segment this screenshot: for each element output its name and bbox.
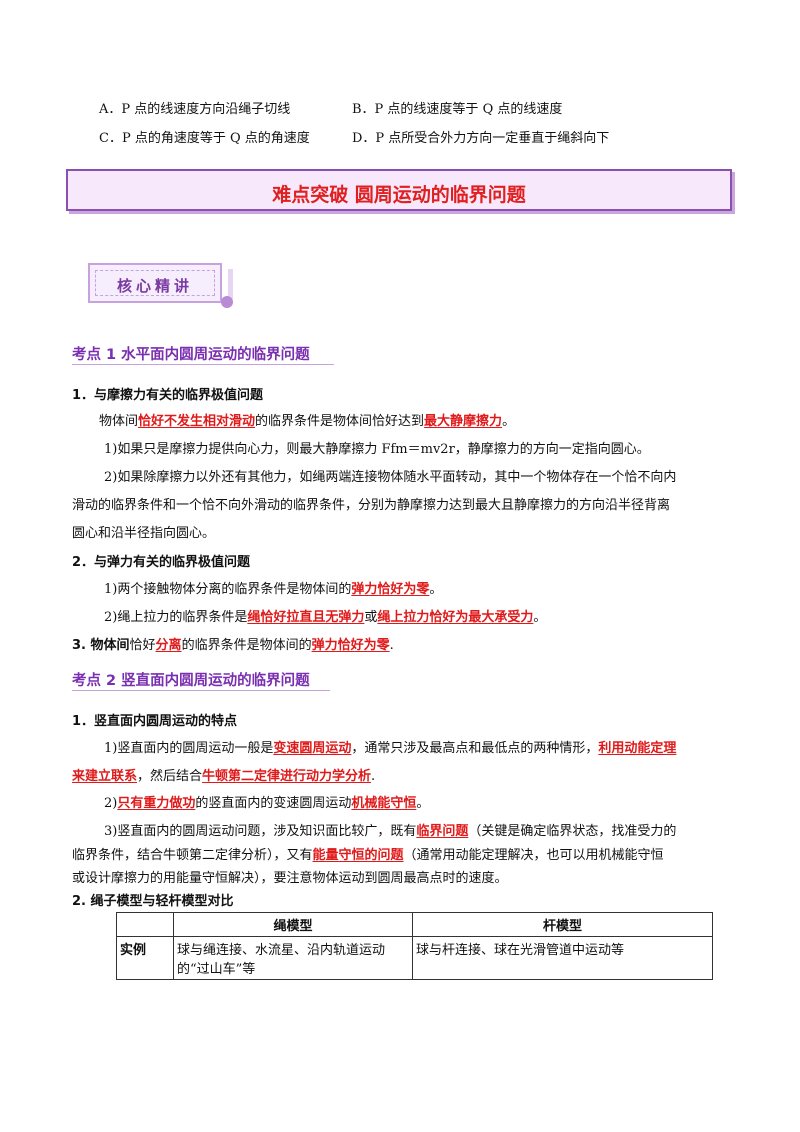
highlight: 牛顿第二定律进行动力学分析: [202, 769, 372, 784]
highlight: 利用动能定理: [598, 741, 677, 756]
table-cell-rod: 球与杆连接、球在光滑管道中运动等: [412, 936, 713, 980]
highlight: 最大静摩擦力: [424, 414, 503, 429]
kd2-title: 考点 2 竖直面内圆周运动的临界问题: [72, 673, 310, 689]
text: 3.: [72, 638, 91, 653]
table-cell-rope: 球与绳连接、水流星、沿内轨道运动的“过山车”等: [173, 936, 413, 980]
table-row: 实例 球与绳连接、水流星、沿内轨道运动的“过山车”等 球与杆连接、球在光滑管道中…: [116, 936, 713, 980]
text: 物体间: [90, 638, 130, 653]
tag-label: 核心精讲: [116, 277, 193, 295]
highlight: 能量守恒的问题: [312, 848, 404, 863]
text: 恰好: [129, 638, 156, 653]
text: 3)竖直面内的圆周运动问题，涉及知识面比较广，既有: [104, 824, 417, 839]
highlight: 分离: [155, 638, 182, 653]
tag-dot: [221, 296, 233, 308]
text: 临界条件，结合牛顿第二定律分析），又有: [72, 848, 313, 863]
kd2-s1-p2: 2)只有重力做功的竖直面内的变速圆周运动机械能守恒。: [104, 792, 429, 811]
kd2-s1-p3a: 3)竖直面内的圆周运动问题，涉及知识面比较广，既有临界问题（关键是确定临界状态，…: [104, 820, 676, 839]
highlight: 来建立联系: [72, 769, 138, 784]
text: 。: [416, 796, 430, 811]
highlight: 绳上拉力恰好为最大承受力: [377, 610, 534, 625]
option-a: A．P 点的线速度方向沿绳子切线: [99, 102, 291, 117]
text: ，然后结合: [137, 769, 203, 784]
kd2-underline: [72, 690, 330, 691]
highlight: 变速圆周运动: [273, 741, 352, 756]
text: 1)两个接触物体分离的临界条件是物体间的: [104, 582, 352, 597]
text: （关键是确定临界状态，找准受力的: [468, 824, 677, 839]
table-header-rod: 杆模型: [412, 912, 713, 937]
table-header-rope: 绳模型: [173, 912, 413, 937]
highlight: 恰好不发生相对滑动: [138, 414, 256, 429]
model-comparison-table: 绳模型 杆模型 实例 球与绳连接、水流星、沿内轨道运动的“过山车”等 球与杆连接…: [116, 912, 713, 980]
text: 2): [104, 796, 118, 811]
kd2-s1-p3b: 临界条件，结合牛顿第二定律分析），又有能量守恒的问题（通常用动能定理解决，也可以…: [72, 844, 664, 863]
kd1-s1-heading: 1．与摩擦力有关的临界极值问题: [72, 388, 264, 403]
text: 。: [429, 582, 443, 597]
section-banner: 难点突破 圆周运动的临界问题: [66, 169, 732, 211]
text: 。: [533, 610, 547, 625]
option-c: C．P 点的角速度等于 Q 点的角速度: [99, 131, 310, 146]
kd1-s1-p1: 物体间恰好不发生相对滑动的临界条件是物体间恰好达到最大静摩擦力。: [99, 410, 515, 429]
text: （通常用动能定理解决，也可以用机械能守恒: [403, 848, 664, 863]
text: .: [389, 638, 394, 653]
kd1-underline: [72, 364, 334, 365]
table-row-label: 实例: [116, 936, 174, 980]
highlight: 只有重力做功: [117, 796, 196, 811]
text: 1)竖直面内的圆周运动一般是: [104, 741, 274, 756]
kd1-s3: 3. 物体间恰好分离的临界条件是物体间的弹力恰好为零.: [72, 634, 394, 653]
tag-box: 核心精讲: [88, 263, 222, 303]
kd1-title: 考点 1 水平面内圆周运动的临界问题: [72, 347, 310, 363]
option-b: B．P 点的线速度等于 Q 点的线速度: [352, 102, 563, 117]
tag-inner-border: [95, 270, 215, 296]
text: 。: [502, 414, 516, 429]
text: 的竖直面内的变速圆周运动: [195, 796, 352, 811]
kd1-s1-p3c: 圆心和沿半径指向圆心。: [72, 526, 216, 541]
table-header-row: 绳模型 杆模型: [116, 912, 713, 937]
text: ，通常只涉及最高点和最低点的两种情形，: [351, 741, 599, 756]
kd2-s2-heading: 2. 绳子模型与轻杆模型对比: [72, 894, 234, 909]
kd1-s1-p2: 1)如果只是摩擦力提供向心力，则最大静摩擦力 Ffm＝mv2r，静摩擦力的方向一…: [104, 442, 650, 457]
kd2-s1-p1b: 来建立联系，然后结合牛顿第二定律进行动力学分析.: [72, 765, 375, 784]
highlight: 机械能守恒: [351, 796, 417, 811]
kd2-s1-heading: 1．竖直面内圆周运动的特点: [72, 714, 238, 729]
kd1-s2-p2: 2)绳上拉力的临界条件是绳恰好拉直且无弹力或绳上拉力恰好为最大承受力。: [104, 606, 546, 625]
highlight: 绳恰好拉直且无弹力: [247, 610, 365, 625]
kd1-s2-p1: 1)两个接触物体分离的临界条件是物体间的弹力恰好为零。: [104, 578, 442, 597]
core-tag: 核心精讲: [88, 263, 233, 309]
banner-title: 难点突破 圆周运动的临界问题: [272, 184, 526, 206]
highlight: 临界问题: [416, 824, 469, 839]
highlight: 弹力恰好为零: [311, 638, 390, 653]
kd1-s2-heading: 2．与弹力有关的临界极值问题: [72, 555, 251, 570]
option-d: D．P 点所受合外力方向一定垂直于绳斜向下: [352, 131, 610, 146]
text: 或: [364, 610, 378, 625]
highlight: 弹力恰好为零: [351, 582, 430, 597]
text: .: [371, 769, 376, 784]
kd2-s1-p1a: 1)竖直面内的圆周运动一般是变速圆周运动，通常只涉及最高点和最低点的两种情形，利…: [104, 737, 676, 756]
kd2-s1-p3c: 或设计摩擦力的用能量守恒解决），要注意物体运动到圆周最高点时的速度。: [72, 871, 508, 886]
tag-decoration: [228, 269, 233, 299]
text: 的临界条件是物体间恰好达到: [255, 414, 425, 429]
text: 物体间: [99, 414, 139, 429]
kd1-s1-p3a: 2)如果除摩擦力以外还有其他力，如绳两端连接物体随水平面转动，其中一个物体存在一…: [104, 470, 677, 485]
text: 2)绳上拉力的临界条件是: [104, 610, 248, 625]
table-header-blank: [116, 912, 174, 937]
kd1-s1-p3b: 滑动的临界条件和一个恰不向外滑动的临界条件，分别为静摩擦力达到最大且静摩擦力的方…: [72, 498, 671, 513]
text: 的临界条件是物体间的: [181, 638, 312, 653]
